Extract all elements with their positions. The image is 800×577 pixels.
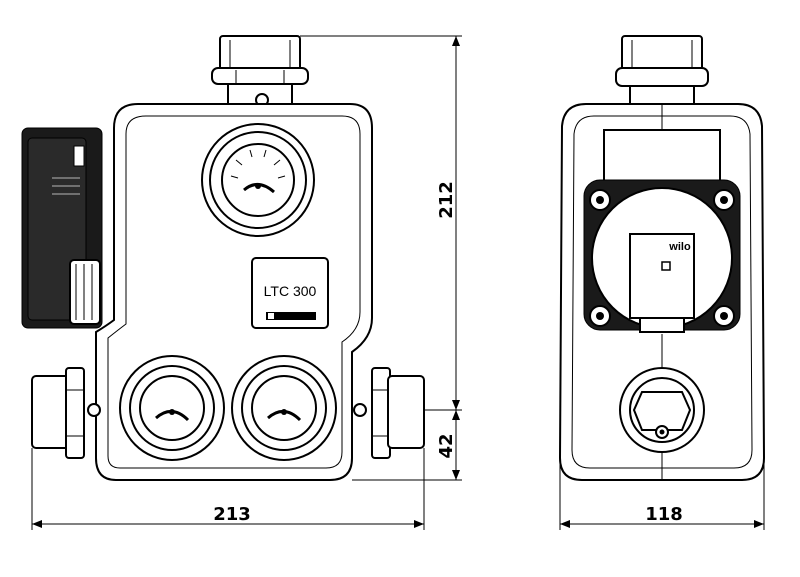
side-pump-head: wilo: [583, 129, 741, 333]
front-left-connection: [31, 367, 101, 459]
side-view: wilo: [558, 35, 766, 481]
front-pump-motor: [21, 127, 103, 329]
side-top-fitting: [615, 35, 709, 105]
dimension-lines-side: [559, 458, 765, 530]
top-thermometer-gauge: [201, 123, 315, 237]
model-label-plate: LTC 300: [251, 257, 329, 329]
side-bottom-connection: [619, 367, 705, 453]
front-view: LTC 300: [21, 35, 425, 481]
dimension-width-side: 118: [645, 504, 683, 525]
bottom-left-thermometer-gauge: [119, 355, 225, 461]
dimension-height-connection: 42: [436, 433, 457, 458]
front-right-connection: [353, 367, 425, 459]
bottom-right-thermometer-gauge: [231, 355, 337, 461]
dimension-height-total: 212: [436, 181, 457, 219]
front-top-fitting: [211, 35, 309, 107]
model-label-text: LTC 300: [264, 283, 317, 299]
dimension-lines-front: [31, 35, 462, 530]
pump-brand-label: wilo: [668, 241, 691, 253]
dimension-width-front: 213: [213, 504, 251, 525]
